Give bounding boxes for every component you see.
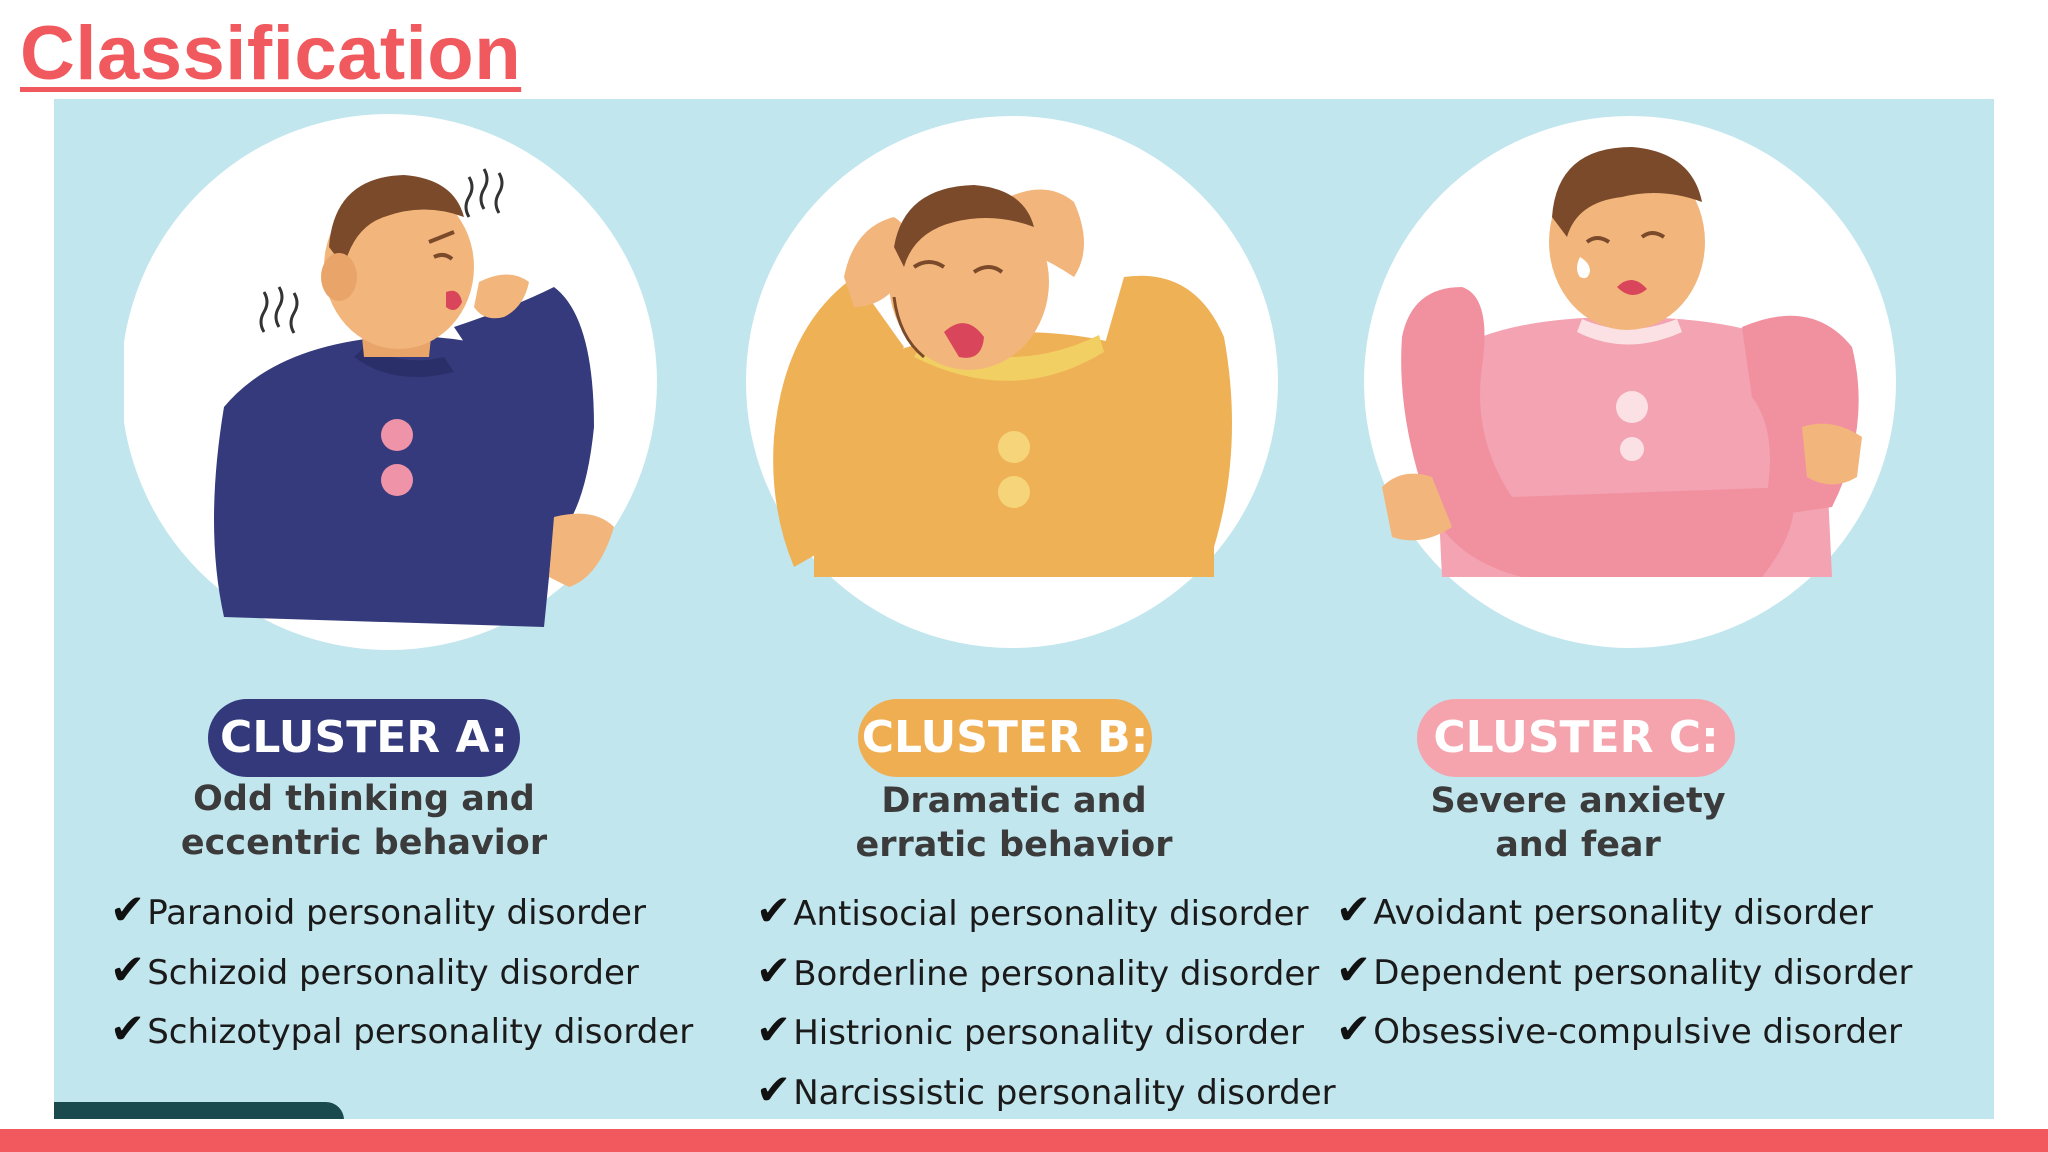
cluster-a-badge: CLUSTER A:: [208, 699, 520, 777]
decorative-tab: [54, 1102, 344, 1119]
cluster-a-column: CLUSTER A: Odd thinking and eccentric be…: [54, 99, 694, 1119]
cluster-a-disorder-list: ✔Paranoid personality disorder ✔Schizoid…: [110, 885, 693, 1064]
cluster-c-column: CLUSTER C: Severe anxiety and fear ✔Avoi…: [1314, 99, 1954, 1119]
list-item: ✔Narcissistic personality disorder: [756, 1065, 1336, 1120]
stressed-person-illustration-cluster-b: [746, 116, 1278, 648]
checkmark-icon: ✔: [1336, 944, 1372, 994]
list-item: ✔Schizoid personality disorder: [110, 945, 693, 1005]
disorder-label: Avoidant personality disorder: [1373, 893, 1873, 933]
cluster-b-description: Dramatic and erratic behavior: [794, 779, 1234, 867]
bottom-accent-bar: [0, 1129, 2048, 1152]
page-title: Classification: [20, 11, 522, 96]
list-item: ✔Antisocial personality disorder: [756, 886, 1336, 946]
cluster-c-description: Severe anxiety and fear: [1358, 779, 1798, 867]
disorder-label: Borderline personality disorder: [793, 953, 1320, 994]
cluster-c-badge: CLUSTER C:: [1417, 699, 1735, 777]
list-item: ✔Avoidant personality disorder: [1336, 885, 1912, 945]
cluster-b-disorder-list: ✔Antisocial personality disorder ✔Border…: [756, 886, 1336, 1119]
cluster-b-description-line-1: Dramatic and: [881, 781, 1147, 821]
list-item: ✔Obsessive-compulsive disorder: [1336, 1004, 1912, 1064]
checkmark-icon: ✔: [110, 1004, 146, 1053]
checkmark-icon: ✔: [110, 885, 146, 934]
cluster-b-description-line-2: erratic behavior: [855, 825, 1173, 865]
cluster-c-description-line-2: and fear: [1495, 825, 1661, 865]
list-item: ✔Dependent personality disorder: [1336, 945, 1912, 1005]
disorder-label: Narcissistic personality disorder: [793, 1072, 1336, 1113]
list-item: ✔Histrionic personality disorder: [756, 1005, 1336, 1065]
disorder-label: Schizoid personality disorder: [147, 952, 639, 993]
cluster-b-column: CLUSTER B: Dramatic and erratic behavior…: [694, 99, 1336, 1119]
disorder-label: Antisocial personality disorder: [793, 894, 1309, 934]
checkmark-icon: ✔: [756, 1064, 792, 1114]
checkmark-icon: ✔: [1336, 885, 1372, 934]
checkmark-icon: ✔: [110, 944, 146, 994]
classification-panel: CLUSTER A: Odd thinking and eccentric be…: [54, 99, 1994, 1119]
disorder-label: Obsessive-compulsive disorder: [1373, 1012, 1902, 1052]
fearful-person-illustration-cluster-c: [1364, 116, 1896, 648]
cluster-a-description-line-2: eccentric behavior: [180, 823, 548, 863]
list-item: ✔Borderline personality disorder: [756, 946, 1336, 1006]
disorder-label: Dependent personality disorder: [1373, 952, 1913, 993]
list-item: ✔Paranoid personality disorder: [110, 885, 693, 945]
cluster-c-description-line-1: Severe anxiety: [1430, 781, 1726, 821]
disorder-label: Histrionic personality disorder: [793, 1013, 1304, 1053]
anxious-person-illustration-cluster-a: [124, 114, 657, 650]
cluster-c-disorder-list: ✔Avoidant personality disorder ✔Dependen…: [1336, 885, 1912, 1064]
checkmark-icon: ✔: [756, 886, 792, 935]
cluster-a-description: Odd thinking and eccentric behavior: [144, 777, 584, 865]
checkmark-icon: ✔: [756, 945, 792, 995]
list-item: ✔Schizotypal personality disorder: [110, 1004, 693, 1064]
cluster-a-description-line-1: Odd thinking and: [193, 779, 535, 819]
checkmark-icon: ✔: [1336, 1004, 1372, 1053]
disorder-label: Schizotypal personality disorder: [147, 1012, 694, 1052]
checkmark-icon: ✔: [756, 1005, 792, 1054]
cluster-b-badge: CLUSTER B:: [858, 699, 1152, 777]
disorder-label: Paranoid personality disorder: [147, 893, 646, 933]
